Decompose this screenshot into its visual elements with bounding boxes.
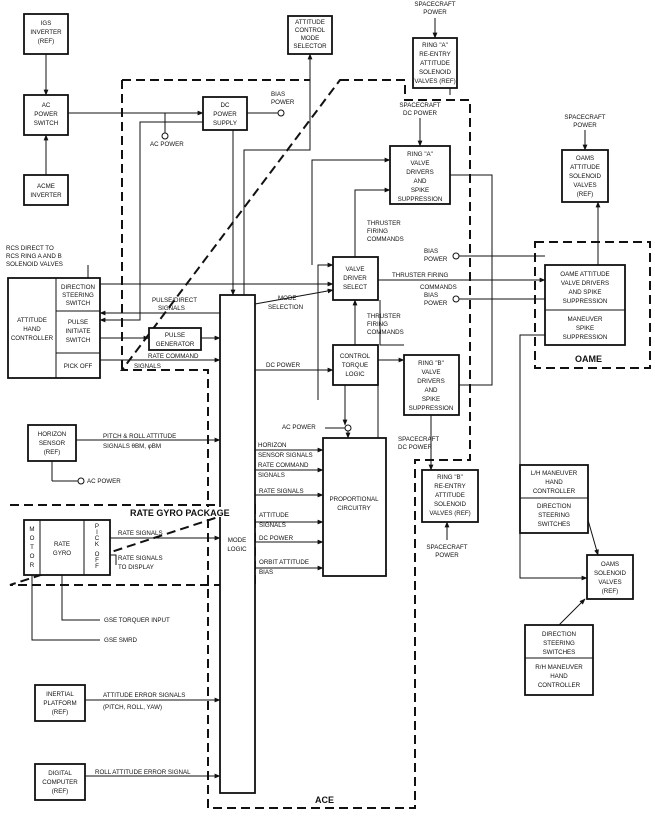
lh-maneuver-controller-block: [519, 464, 589, 534]
attitude-error-label: ATTITUDE ERROR SIGNALS(PITCH, ROLL, YAW): [103, 692, 185, 711]
ahc-pickoff-label: PICK OFF: [64, 363, 93, 370]
rate-signals-1-label: RATE SIGNALS: [259, 488, 304, 495]
valve-driver-select-block: [332, 256, 379, 301]
signal-lines: [31, 18, 601, 779]
dc-power-1-label: DC POWER: [266, 362, 301, 369]
attitude-control-mode-selector-block: [287, 15, 333, 55]
dc-power-supply-block: [202, 96, 248, 131]
ace-boundary: [119, 79, 471, 809]
control-torque-logic-block: [332, 344, 379, 386]
rh-maneuver-controller-block: [524, 624, 594, 696]
ac-power-3-label: AC POWER: [87, 478, 121, 485]
oams-solenoid-valves-block: [586, 554, 634, 600]
oame-boundary: [534, 241, 651, 369]
mode-logic-block: [219, 294, 256, 794]
oame-title: OAME: [575, 354, 602, 364]
ring-a-reentry-valves-block: [412, 37, 458, 89]
rate-gyro-package-boundary: [9, 503, 256, 586]
igs-inverter-block: [23, 13, 69, 55]
gse-smrd-label: GSE SMRD: [104, 637, 138, 644]
digital-computer-block: [34, 763, 86, 801]
attitude-hand-controller-block: [7, 277, 101, 379]
acme-inverter-block: [23, 174, 69, 206]
dc-power-2-label: DC POWER: [259, 535, 294, 542]
ring-b-reentry-valves-block: [421, 469, 479, 523]
oame-drivers-block: [544, 264, 626, 346]
inertial-platform-block: [34, 684, 86, 722]
proportional-circuitry-block: [322, 437, 387, 577]
roll-error-label: ROLL ATTITUDE ERROR SIGNAL: [95, 769, 191, 776]
rate-gyro-package-title: RATE GYRO PACKAGE: [130, 508, 230, 518]
ac-power-2-label: AC POWER: [282, 424, 316, 431]
gse-torquer-label: GSE TORQUER INPUT: [104, 617, 170, 624]
rate-gyro-package-block: [23, 519, 111, 576]
oams-attitude-solenoid-valves-block: [561, 149, 609, 203]
rate-signals-2-label: RATE SIGNALS: [118, 530, 163, 537]
ac-power-1-label: AC POWER: [150, 141, 184, 148]
horizon-sensor-block: [27, 424, 77, 462]
ace-title: ACE: [315, 795, 334, 805]
